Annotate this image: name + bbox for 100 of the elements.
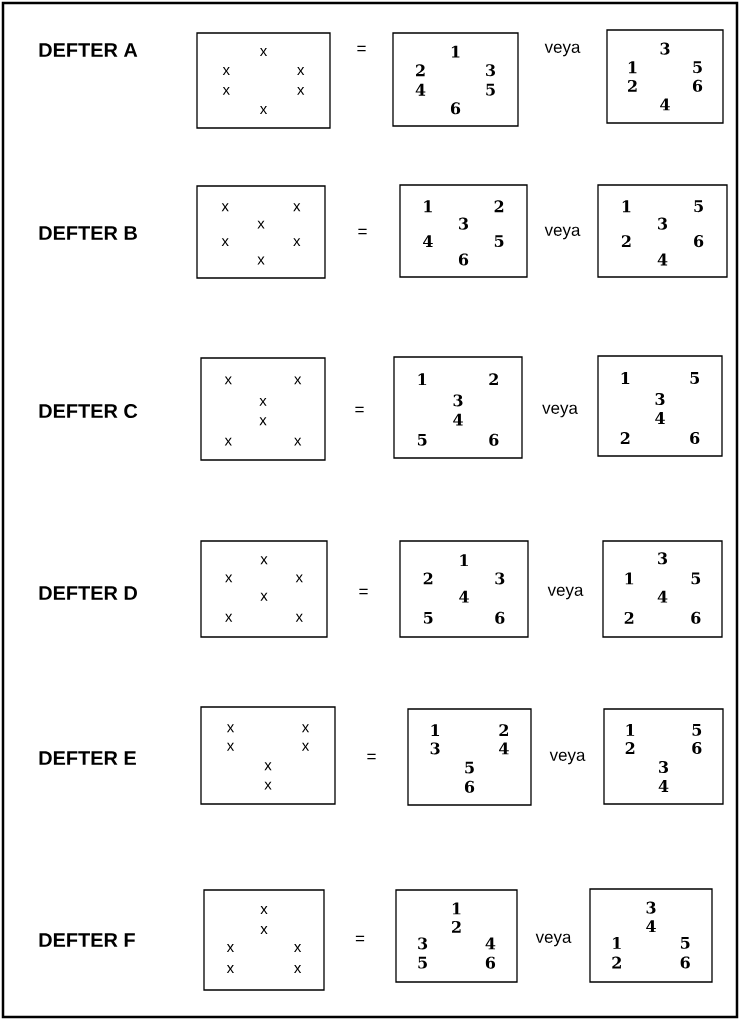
cross-mark: x — [224, 437, 232, 446]
connector-word: veya — [547, 586, 584, 600]
row-label: DEFTER B — [39, 226, 137, 240]
number: 5 — [418, 956, 427, 969]
number: 3 — [658, 217, 667, 230]
number: 4 — [459, 590, 469, 603]
number: 6 — [458, 253, 469, 266]
number: 6 — [680, 956, 690, 969]
number: 5 — [494, 235, 504, 248]
cross-mark: x — [222, 86, 230, 95]
number: 1 — [424, 200, 432, 213]
number: 3 — [655, 393, 665, 406]
number: 4 — [658, 780, 669, 792]
number: 5 — [680, 937, 690, 949]
number: 2 — [452, 920, 461, 933]
number: 3 — [486, 64, 495, 77]
number: 2 — [628, 79, 637, 92]
number: 4 — [657, 590, 668, 603]
equals-sign: = — [359, 588, 368, 595]
number: 1 — [628, 61, 637, 74]
equals-sign: = — [367, 753, 376, 760]
number: 2 — [625, 742, 635, 754]
number: 2 — [416, 64, 425, 77]
cross-mark: x — [226, 965, 234, 973]
number: 4 — [646, 920, 656, 933]
number: 6 — [485, 956, 496, 969]
number: 3 — [495, 572, 505, 585]
number: 5 — [693, 61, 702, 74]
number: 6 — [692, 79, 703, 92]
number: 4 — [499, 742, 509, 755]
number: 1 — [613, 937, 621, 949]
row-label: DEFTER E — [39, 751, 136, 765]
number: 4 — [423, 235, 433, 248]
number: 1 — [621, 372, 630, 384]
number: 3 — [453, 394, 463, 407]
cross-mark: x — [259, 48, 268, 56]
connector-word: veya — [544, 43, 581, 57]
connector-word: veya — [535, 933, 572, 947]
cross-mark: x — [226, 724, 235, 733]
number: 1 — [460, 554, 468, 567]
number: 4 — [660, 98, 670, 111]
number: 2 — [621, 235, 631, 248]
cross-mark: x — [264, 762, 272, 771]
number: 2 — [624, 611, 634, 624]
number: 3 — [659, 761, 668, 774]
cross-mark: x — [294, 944, 302, 952]
number: 6 — [464, 780, 475, 793]
number: 3 — [418, 937, 428, 950]
number: 1 — [451, 45, 460, 58]
cross-mark: x — [293, 238, 301, 247]
cross-mark: x — [225, 613, 233, 622]
cross-mark: x — [301, 724, 310, 733]
cross-mark: x — [294, 437, 302, 446]
cross-mark: x — [294, 965, 302, 973]
cross-mark: x — [264, 781, 272, 790]
cross-mark: x — [293, 203, 301, 212]
cross-mark: x — [222, 67, 230, 75]
number: 6 — [489, 433, 499, 446]
equals-sign: = — [357, 45, 366, 52]
number: 4 — [657, 253, 668, 266]
cross-mark: x — [224, 376, 232, 385]
cross-mark: x — [259, 417, 267, 426]
cross-mark: x — [257, 220, 265, 229]
cross-mark: x — [221, 203, 229, 212]
connector-word: veya — [544, 226, 581, 240]
number: 2 — [423, 572, 433, 585]
number: 2 — [612, 956, 621, 969]
cross-mark: x — [295, 574, 303, 583]
row-label: DEFTER F — [39, 933, 135, 947]
cross-mark: x — [259, 106, 268, 114]
cross-mark: x — [260, 906, 268, 914]
number: 6 — [495, 611, 505, 624]
number: 5 — [486, 83, 495, 96]
number: 6 — [691, 611, 701, 624]
number: 3 — [646, 901, 656, 914]
number: 5 — [465, 761, 474, 774]
cross-mark: x — [257, 256, 265, 265]
number: 6 — [692, 742, 702, 755]
number: 6 — [450, 102, 461, 115]
number: 5 — [417, 433, 427, 446]
number: 2 — [489, 373, 498, 386]
cross-mark: x — [297, 86, 305, 95]
cross-mark: x — [260, 556, 268, 565]
number: 4 — [453, 413, 463, 426]
equals-sign: = — [358, 228, 367, 235]
number: 2 — [620, 432, 630, 444]
row-label: DEFTER C — [39, 403, 138, 419]
number: 4 — [415, 83, 426, 96]
number: 1 — [622, 200, 631, 213]
number: 2 — [499, 724, 508, 736]
cross-mark: x — [259, 397, 267, 406]
number: 4 — [485, 937, 496, 950]
cross-mark: x — [294, 376, 302, 385]
connector-word: veya — [542, 404, 578, 418]
cross-mark: x — [260, 926, 268, 934]
cross-mark: x — [225, 574, 233, 583]
number: 1 — [431, 724, 440, 736]
cross-mark: x — [226, 742, 235, 751]
cross-mark: x — [260, 592, 268, 601]
cross-mark: x — [297, 67, 305, 75]
